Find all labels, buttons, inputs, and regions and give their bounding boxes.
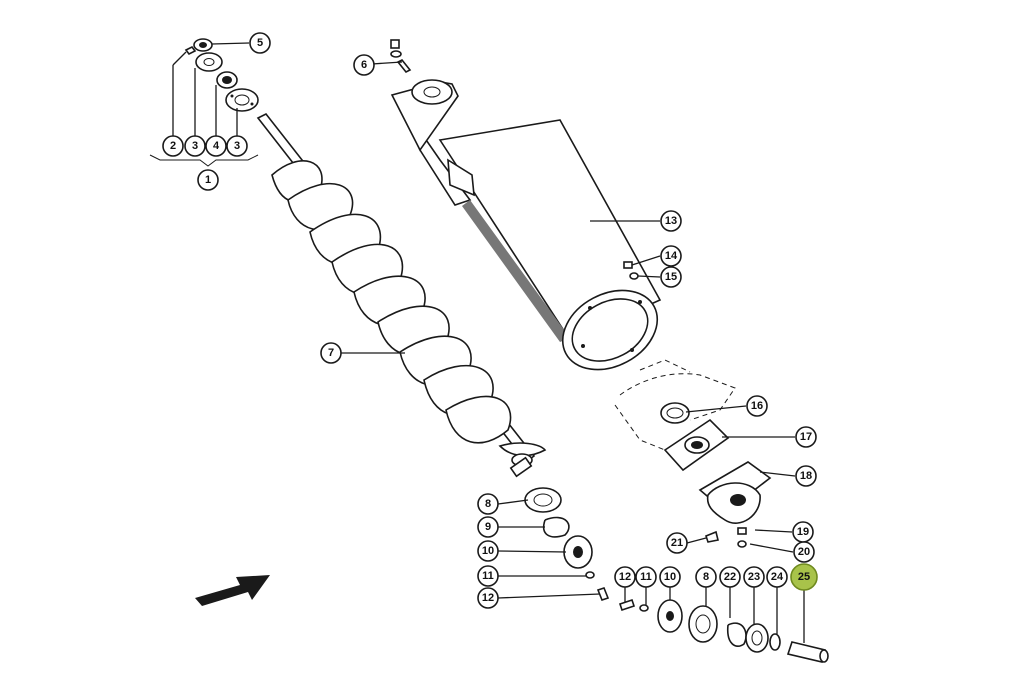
callout-3: 3 — [184, 135, 206, 157]
callout-18: 18 — [795, 465, 817, 487]
svg-text:20: 20 — [798, 546, 810, 558]
callout-23: 23 — [743, 566, 765, 588]
auger-screw — [256, 112, 547, 478]
callout-10: 10 — [477, 540, 499, 562]
leader-lines — [172, 42, 805, 643]
callout-7: 7 — [320, 342, 342, 364]
callout-16: 16 — [746, 395, 768, 417]
callout-9: 9 — [477, 516, 499, 538]
auger-tube — [390, 79, 662, 371]
callout-12: 12 — [477, 587, 499, 609]
svg-text:2: 2 — [170, 140, 176, 152]
callout-11-second: 11 — [635, 566, 657, 588]
callout-8: 8 — [477, 493, 499, 515]
svg-text:24: 24 — [771, 571, 784, 583]
group-bracket — [149, 154, 259, 167]
callout-12-second: 12 — [614, 566, 636, 588]
callout-11: 11 — [477, 565, 499, 587]
direction-arrow — [195, 575, 270, 606]
svg-text:3: 3 — [192, 140, 198, 152]
svg-text:7: 7 — [328, 347, 334, 359]
svg-text:14: 14 — [665, 250, 678, 262]
svg-text:1: 1 — [205, 174, 211, 186]
callout-6: 6 — [353, 54, 375, 76]
svg-text:11: 11 — [640, 571, 652, 583]
housing-outline — [614, 359, 736, 451]
svg-text:15: 15 — [665, 271, 677, 283]
svg-text:3: 3 — [234, 140, 240, 152]
callout-25-highlighted[interactable]: 25 — [790, 563, 818, 591]
svg-text:23: 23 — [748, 571, 760, 583]
callout-2: 2 — [162, 135, 184, 157]
callout-22: 22 — [719, 566, 741, 588]
callout-3-second: 3 — [226, 135, 248, 157]
callout-14: 14 — [660, 245, 682, 267]
callout-4: 4 — [205, 135, 227, 157]
svg-text:19: 19 — [797, 526, 809, 538]
gearbox-parts — [660, 402, 772, 548]
callout-8-second: 8 — [695, 566, 717, 588]
svg-text:11: 11 — [482, 570, 494, 582]
svg-text:16: 16 — [751, 400, 763, 412]
svg-text:10: 10 — [482, 545, 494, 557]
callout-21: 21 — [666, 532, 688, 554]
callout-24: 24 — [766, 566, 788, 588]
callout-1: 1 — [197, 169, 219, 191]
svg-text:10: 10 — [664, 571, 676, 583]
svg-text:17: 17 — [800, 431, 812, 443]
callout-20: 20 — [793, 541, 815, 563]
svg-text:18: 18 — [800, 470, 812, 482]
svg-text:22: 22 — [724, 571, 736, 583]
svg-text:9: 9 — [485, 521, 491, 533]
callout-10-second: 10 — [659, 566, 681, 588]
callout-15: 15 — [660, 266, 682, 288]
bolt-part — [390, 39, 412, 74]
svg-text:25: 25 — [798, 571, 810, 583]
svg-text:21: 21 — [671, 537, 683, 549]
callout-17: 17 — [795, 426, 817, 448]
svg-text:8: 8 — [485, 498, 491, 510]
svg-text:12: 12 — [619, 571, 631, 583]
callout-5: 5 — [249, 32, 271, 54]
svg-text:8: 8 — [703, 571, 709, 583]
callout-19: 19 — [792, 521, 814, 543]
svg-text:5: 5 — [257, 37, 263, 49]
lower-right-parts — [618, 598, 829, 663]
lower-left-parts — [524, 487, 610, 601]
svg-text:4: 4 — [213, 140, 220, 152]
svg-text:12: 12 — [482, 592, 494, 604]
callout-13: 13 — [660, 210, 682, 232]
bearing-flange-stack — [184, 38, 259, 112]
svg-text:6: 6 — [361, 59, 367, 71]
svg-text:13: 13 — [665, 215, 677, 227]
